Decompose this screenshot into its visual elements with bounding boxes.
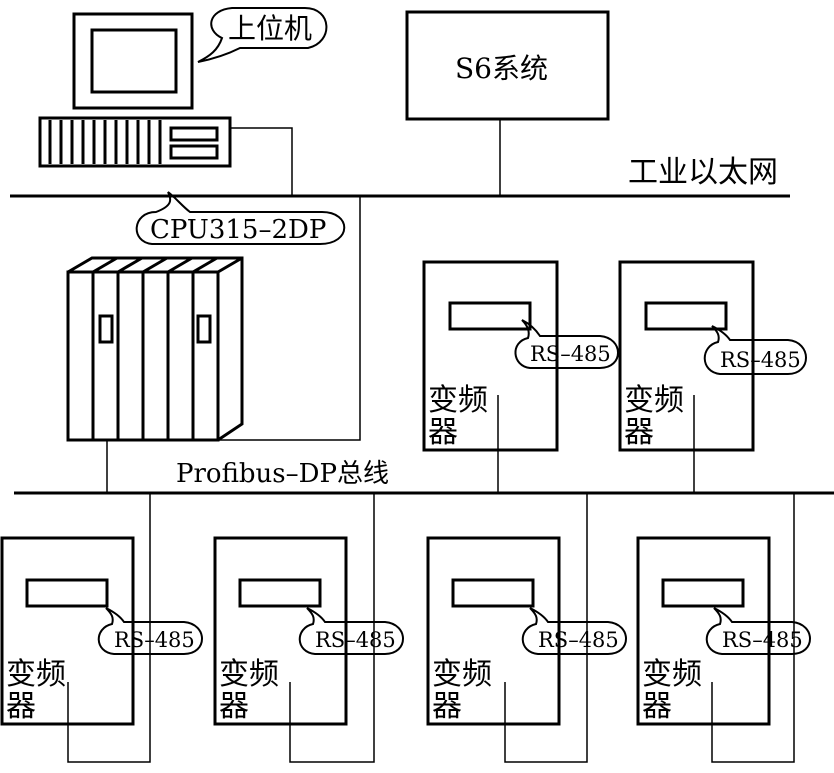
monitor-screen [90, 28, 178, 94]
cpu-label: CPU315–2DP [150, 215, 326, 245]
industrial-ethernet-label: 工业以太网 [628, 155, 778, 190]
rs485-label: RS–485 [530, 342, 611, 366]
inverter-display [451, 578, 535, 608]
inverter-lower-3 [426, 493, 627, 763]
inverter-label-line1: 变频 [6, 657, 66, 692]
rs485-bubble [298, 607, 404, 655]
inverter-lower-2 [213, 493, 404, 763]
rs485-label: RS–485 [538, 628, 619, 652]
host-label-bubble [197, 7, 328, 63]
s6-system-label: S6系统 [455, 52, 548, 85]
drive-bay-1 [169, 126, 219, 142]
inverter-label-line1: 变频 [432, 657, 492, 692]
rs485-label: RS–485 [315, 628, 396, 652]
inverter-display [644, 301, 728, 331]
inverter-display [448, 301, 532, 331]
inverter-lower-4 [636, 493, 811, 763]
inverter-label-line2: 器 [428, 415, 458, 450]
rs485-bubble [514, 319, 619, 369]
plc-indicator-1 [98, 314, 114, 344]
inverter-label-line1: 变频 [624, 383, 684, 418]
inverter-label-line2: 器 [432, 689, 462, 724]
pc-case-vents [48, 120, 162, 164]
s6-system-box [405, 10, 610, 121]
plc-rack [66, 256, 244, 442]
host-ethernet-link [230, 127, 293, 196]
rs485-bubble [521, 607, 627, 655]
inverter-display [238, 578, 322, 608]
inverter-label-line2: 器 [219, 689, 249, 724]
host-computer-label: 上位机 [228, 12, 312, 45]
inverter-label-line2: 器 [642, 689, 672, 724]
monitor-outer [72, 12, 194, 110]
profibus-label: Profibus–DP总线 [176, 459, 389, 489]
rs485-bubble [97, 607, 203, 655]
inverter-label-line1: 变频 [642, 657, 702, 692]
pc-case [38, 116, 232, 168]
inverter-label-line1: 变频 [219, 657, 279, 692]
inverter-display [25, 578, 109, 608]
inverter-upper-2 [618, 260, 807, 493]
rs485-bubble [703, 325, 807, 375]
rs485-label: RS–485 [720, 348, 801, 372]
plc-indicator-2 [196, 314, 212, 344]
inverter-label-line1: 变频 [428, 383, 488, 418]
plc-ethernet-link [218, 196, 361, 441]
inverter-label-line2: 器 [6, 689, 36, 724]
cpu-label-bubble [135, 191, 346, 245]
drive-bay-2 [169, 144, 219, 160]
rs485-bubble [705, 607, 811, 655]
inverter-lower-1 [0, 493, 203, 763]
inverter-label-line2: 器 [624, 415, 654, 450]
rs485-label: RS–485 [722, 628, 803, 652]
inverter-display [661, 578, 745, 608]
host-computer [38, 12, 293, 196]
rs485-label: RS–485 [114, 628, 195, 652]
inverter-upper-1 [422, 260, 619, 493]
